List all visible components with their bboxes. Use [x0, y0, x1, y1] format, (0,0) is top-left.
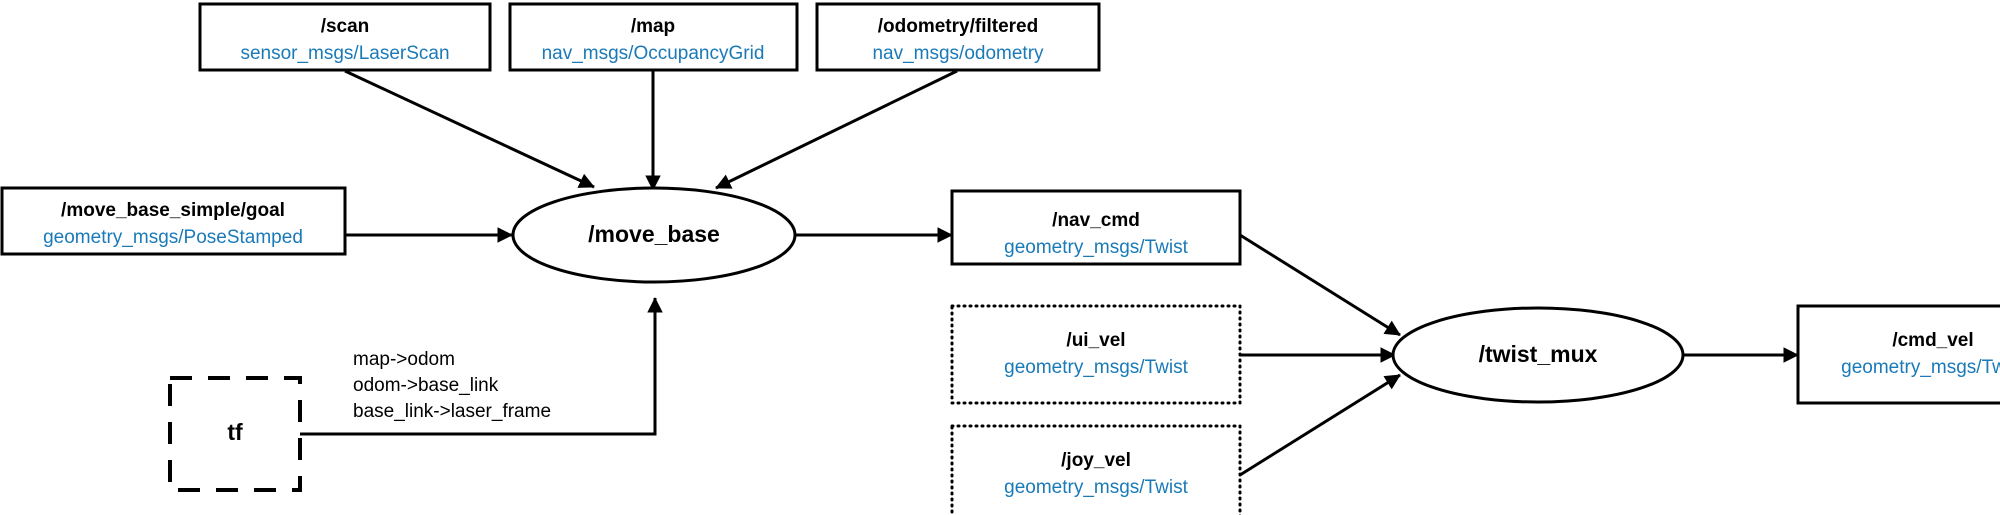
odometry-filtered-topic-name: /odometry/filtered [878, 16, 1038, 37]
tf-label: tf [227, 419, 243, 445]
topic-node-nav-cmd[interactable]: /nav_cmd geometry_msgs/Twist [950, 189, 1242, 266]
topic-node-move-base-simple-goal[interactable]: /move_base_simple/goal geometry_msgs/Pos… [0, 186, 347, 256]
topic-node-joy-vel[interactable]: /joy_vel geometry_msgs/Twist [950, 424, 1242, 515]
tf-transform-label-0: map->odom [353, 349, 455, 370]
map-topic-type: nav_msgs/OccupancyGrid [542, 43, 765, 64]
map-box[interactable] [508, 2, 799, 72]
topic-node-cmd-vel[interactable]: /cmd_vel geometry_msgs/Twist [1796, 304, 2000, 405]
edge-tf-to-move-base [300, 297, 663, 436]
ui-vel-topic-type: geometry_msgs/Twist [1004, 357, 1188, 378]
edge-scan-to-move-base [344, 69, 595, 189]
move-base-label: /move_base [588, 221, 720, 247]
node-tf[interactable]: tf [168, 376, 302, 492]
topic-node-scan[interactable]: /scan sensor_msgs/LaserScan [198, 2, 492, 72]
topic-node-ui-vel[interactable]: /ui_vel geometry_msgs/Twist [950, 304, 1242, 405]
topic-node-odometry-filtered[interactable]: /odometry/filtered nav_msgs/odometry [815, 2, 1101, 72]
twist-mux-label: /twist_mux [1479, 341, 1598, 367]
edge-joy-vel-to-twist-mux [1239, 373, 1401, 477]
nav-cmd-box[interactable] [950, 189, 1242, 266]
node-twist-mux[interactable]: /twist_mux [1391, 306, 1685, 404]
cmd-vel-topic-type: geometry_msgs/Twist [1841, 357, 2000, 378]
joy-vel-topic-name: /joy_vel [1061, 450, 1131, 471]
scan-topic-name: /scan [321, 16, 370, 37]
goal-topic-type: geometry_msgs/PoseStamped [43, 227, 303, 248]
topic-node-map[interactable]: /map nav_msgs/OccupancyGrid [508, 2, 799, 72]
scan-topic-type: sensor_msgs/LaserScan [240, 43, 449, 64]
edge-nav-cmd-to-twist-mux [1239, 233, 1401, 337]
tf-transform-labels: map->odom odom->base_link base_link->las… [353, 349, 551, 422]
cmd-vel-box[interactable] [1796, 304, 2000, 405]
goal-topic-name: /move_base_simple/goal [61, 200, 285, 221]
odometry-filtered-box[interactable] [815, 2, 1101, 72]
twist-mux-ellipse[interactable] [1391, 306, 1685, 404]
ui-vel-box[interactable] [950, 304, 1242, 405]
map-topic-name: /map [631, 16, 675, 37]
ui-vel-topic-name: /ui_vel [1066, 330, 1125, 351]
scan-box[interactable] [198, 2, 492, 72]
edge-odometry-filtered-to-move-base [715, 69, 958, 190]
nav-cmd-topic-type: geometry_msgs/Twist [1004, 237, 1188, 258]
tf-transform-label-2: base_link->laser_frame [353, 401, 551, 422]
edges-layer [300, 69, 1799, 477]
tf-box[interactable] [168, 376, 302, 492]
tf-transform-label-1: odom->base_link [353, 375, 499, 396]
joy-vel-box[interactable] [950, 424, 1242, 515]
move-base-simple-goal-box[interactable] [0, 186, 347, 256]
joy-vel-topic-type: geometry_msgs/Twist [1004, 477, 1188, 498]
cmd-vel-topic-name: /cmd_vel [1892, 330, 1973, 351]
node-move-base[interactable]: /move_base [511, 186, 797, 284]
nav-cmd-topic-name: /nav_cmd [1052, 210, 1140, 231]
odometry-filtered-topic-type: nav_msgs/odometry [872, 43, 1044, 64]
move-base-ellipse[interactable] [511, 186, 797, 284]
